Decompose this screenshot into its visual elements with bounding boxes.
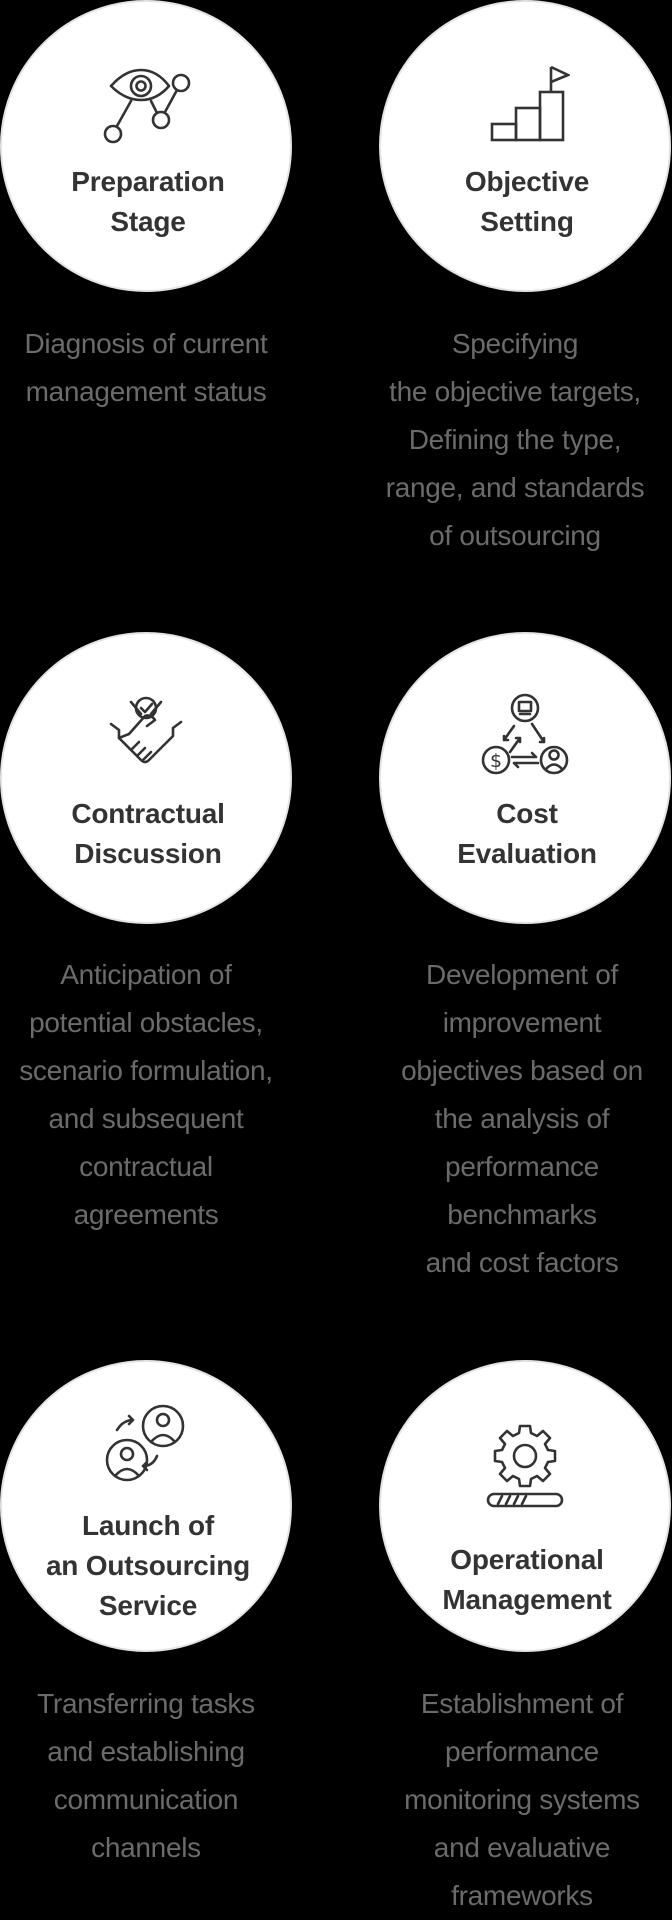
title-line: Management (442, 1584, 612, 1615)
description-line: potential obstacles, (29, 1007, 263, 1038)
step-description: Anticipation of potential obstacles, sce… (0, 951, 292, 1239)
description-line: agreements (73, 1199, 219, 1230)
description-line: Transferring tasks (37, 1688, 255, 1719)
title-line: Stage (110, 206, 186, 237)
svg-text:$: $ (490, 750, 502, 772)
title-line: Launch of (82, 1510, 214, 1541)
description-line: Specifying (451, 328, 579, 359)
description-line: benchmarks (447, 1199, 597, 1230)
step-circle: Preparation Stage (0, 0, 292, 292)
user-exchange-icon (101, 1404, 191, 1494)
step-title: Preparation Stage (2, 162, 294, 242)
step-description: Establishment of performance monitoring … (372, 1680, 672, 1920)
title-line: Setting (480, 206, 574, 237)
title-line: an Outsourcing (45, 1550, 251, 1581)
title-line: Preparation (71, 166, 225, 197)
step-description: Transferring tasks and establishing comm… (0, 1680, 292, 1872)
description-line: the analysis of (434, 1103, 610, 1134)
description-line: range, and standards (385, 472, 645, 503)
step-circle: Launch of an Outsourcing Service (0, 1360, 292, 1652)
title-line: Objective (464, 166, 590, 197)
title-line: Contractual (71, 798, 225, 829)
step-circle: Contractual Discussion (0, 632, 292, 924)
title-line: Operational (450, 1544, 604, 1575)
description-line: and evaluative (433, 1832, 611, 1863)
step-description: Development of improvement objectives ba… (372, 951, 672, 1287)
step-title: Cost Evaluation (381, 794, 672, 874)
handshake-check-icon (101, 694, 191, 784)
description-line: monitoring systems (404, 1784, 640, 1815)
description-line: and subsequent (48, 1103, 244, 1134)
title-line: Cost (496, 798, 558, 829)
description-line: frameworks (451, 1880, 593, 1911)
description-line: Establishment of (420, 1688, 624, 1719)
description-line: communication (53, 1784, 239, 1815)
description-line: of outsourcing (429, 520, 601, 551)
description-line: and cost factors (425, 1247, 619, 1278)
step-title: Objective Setting (381, 162, 672, 242)
step-title: Operational Management (381, 1540, 672, 1620)
description-line: objectives based on (401, 1055, 643, 1086)
eye-network-icon (101, 64, 191, 154)
step-title: Launch of an Outsourcing Service (2, 1506, 294, 1626)
step-description: Specifying the objective targets, Defini… (358, 320, 672, 560)
cost-cycle-icon: $ (480, 692, 570, 782)
description-line: improvement (442, 1007, 602, 1038)
description-line: Development of (426, 959, 618, 990)
step-circle: Operational Management (379, 1360, 671, 1652)
step-circle: $ Cost Evaluation (379, 632, 671, 924)
gear-progress-icon (480, 1420, 570, 1510)
description-line: and establishing (47, 1736, 245, 1767)
description-line: management status (25, 376, 267, 407)
title-line: Service (98, 1590, 198, 1621)
stairs-flag-icon (480, 62, 570, 152)
title-line: Evaluation (457, 838, 597, 869)
description-line: the objective targets, (389, 376, 641, 407)
description-line: performance (445, 1736, 599, 1767)
step-title: Contractual Discussion (2, 794, 294, 874)
description-line: Defining the type, (408, 424, 622, 455)
title-line: Discussion (74, 838, 222, 869)
description-line: performance (445, 1151, 599, 1182)
step-circle: Objective Setting (379, 0, 671, 292)
description-line: Diagnosis of current (24, 328, 268, 359)
description-line: scenario formulation, (19, 1055, 273, 1086)
step-description: Diagnosis of current management status (0, 320, 292, 416)
description-line: contractual (79, 1151, 213, 1182)
description-line: channels (91, 1832, 201, 1863)
description-line: Anticipation of (60, 959, 232, 990)
